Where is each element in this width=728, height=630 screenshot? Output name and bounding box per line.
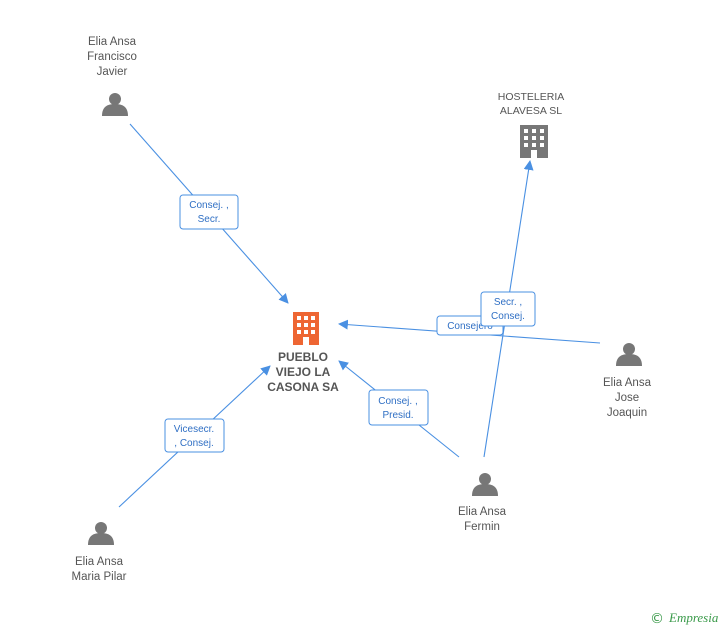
edge-label-line-1: Consej. , [378,396,417,407]
node-label-line-1: Elia Ansa [88,36,137,48]
brand-watermark: © Empresia [650,610,719,627]
edge-label-fermin-hosteleria[interactable]: Secr. , Consej. [480,291,536,327]
node-label-line-1: Elia Ansa [458,506,507,518]
node-center-company[interactable]: PUEBLO VIEJO LA CASONA SA [267,312,339,394]
edge-label-line-2: , Consej. [174,438,213,449]
node-person-pilar[interactable]: Elia Ansa Maria Pilar [72,522,127,583]
node-person-joaquin[interactable]: Elia Ansa Jose Joaquin [603,343,652,419]
building-icon [520,125,548,158]
edge-label-line-1: Consejero [447,321,493,332]
edge-label-pilar-center[interactable]: Vicesecr. , Consej. [164,418,225,453]
node-label-line-1: Elia Ansa [75,556,124,568]
node-label-line-1: Elia Ansa [603,377,652,389]
center-name-line-2: VIEJO LA [276,365,331,379]
person-icon [102,93,128,116]
person-icon [472,473,498,496]
node-label-line-2: Maria Pilar [72,571,127,583]
center-name-line-3: CASONA SA [267,380,339,394]
node-label-line-3: Javier [97,66,128,78]
node-label-line-2: Fermin [464,521,500,533]
edge-label-line-2: Consej. [491,311,525,322]
node-label-line-2: Jose [615,392,639,404]
copyright-symbol: © [650,611,664,627]
edge-label-fermin-center[interactable]: Consej. , Presid. [368,389,429,426]
brand-name: Empresia [668,610,719,625]
node-label-line-1: HOSTELERIA [498,91,565,103]
edge-label-line-1: Secr. , [494,297,522,308]
person-icon [616,343,642,366]
center-name-line-1: PUEBLO [278,350,328,364]
edge-label-line-2: Presid. [382,410,413,421]
node-person-fermin[interactable]: Elia Ansa Fermin [458,473,507,533]
person-icon [88,522,114,545]
edge-label-line-1: Consej. , [189,200,228,211]
edge-label-line-1: Vicesecr. [174,424,214,435]
node-company-hosteleria[interactable]: HOSTELERIA ALAVESA SL [498,91,565,158]
node-label-line-2: Francisco [87,51,137,63]
node-label-line-2: ALAVESA SL [500,105,562,117]
node-label-line-3: Joaquin [607,407,647,419]
building-icon [293,312,319,345]
node-person-francisco[interactable]: Elia Ansa Francisco Javier [87,36,137,116]
edge-label-francisco-center[interactable]: Consej. , Secr. [179,194,239,230]
edge-label-line-2: Secr. [198,214,221,225]
